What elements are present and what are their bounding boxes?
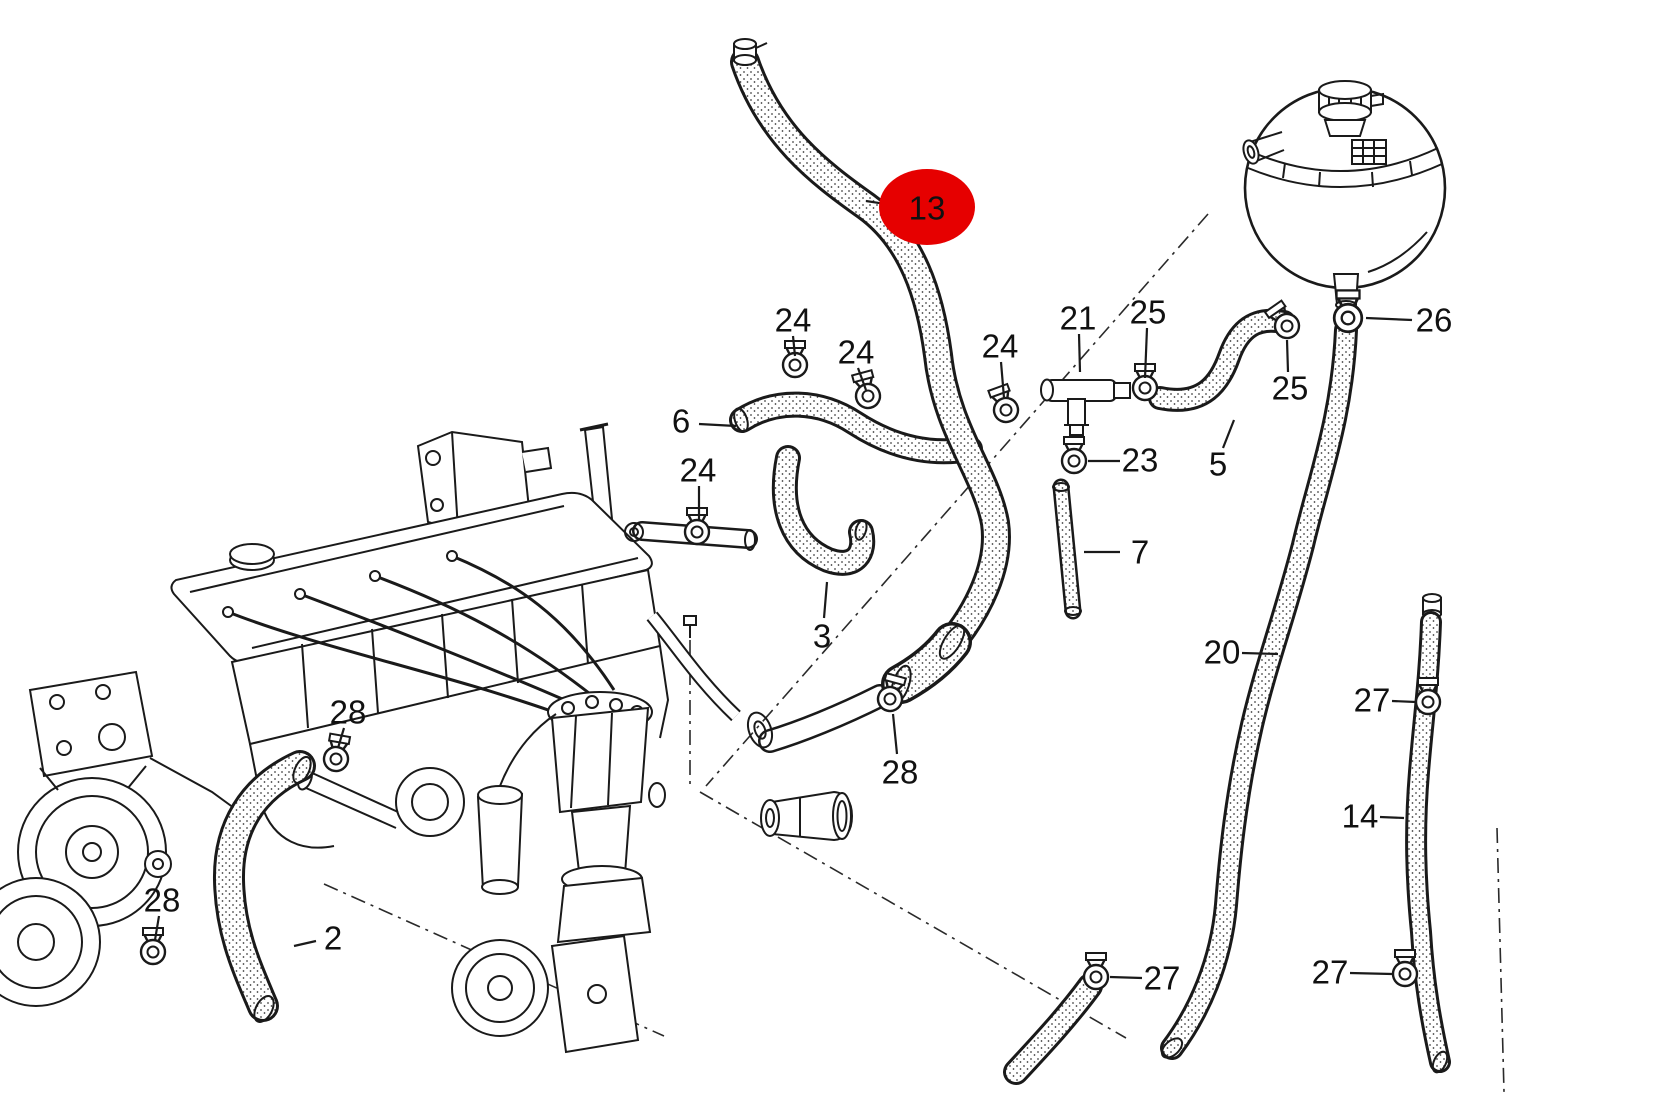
- spark-plug-wire: [374, 574, 595, 699]
- clamp-27: [1414, 676, 1442, 716]
- spark-plug-wire: [451, 554, 616, 691]
- leader-line-27: [1391, 699, 1417, 704]
- part-number-5[interactable]: 5: [1209, 446, 1227, 483]
- clamp-24: [683, 506, 711, 546]
- water-pipe-stub: [760, 790, 854, 842]
- part-number-7[interactable]: 7: [1131, 534, 1149, 571]
- hose-14: [1416, 622, 1450, 1074]
- leader-line-14: [1379, 815, 1405, 820]
- leader-line-25: [1285, 339, 1290, 373]
- part-number-2[interactable]: 2: [324, 920, 342, 957]
- clamp-27: [1082, 951, 1110, 991]
- tank-logo-grid: [1351, 139, 1387, 165]
- leader-line-28: [891, 713, 899, 755]
- part-number-25[interactable]: 25: [1272, 370, 1309, 407]
- part-number-27[interactable]: 27: [1354, 682, 1391, 719]
- hose-20: [1158, 330, 1346, 1061]
- part-number-14[interactable]: 14: [1342, 798, 1379, 835]
- pipe-bolt: [624, 522, 644, 542]
- part-number-24[interactable]: 24: [838, 334, 875, 371]
- part-number-3[interactable]: 3: [813, 618, 831, 655]
- part-number-26[interactable]: 26: [1416, 302, 1453, 339]
- part-number-21[interactable]: 21: [1060, 300, 1097, 337]
- leader-line-24: [856, 367, 868, 391]
- leader-line-20: [1241, 651, 1279, 656]
- t-fitting-21: [1040, 378, 1131, 436]
- part-number-20[interactable]: 20: [1204, 634, 1241, 671]
- highlighted-callout-13[interactable]: 13: [865, 169, 975, 245]
- leader-line-28: [336, 727, 346, 749]
- expansion-tank: [1242, 80, 1447, 323]
- engine-assembly: [0, 422, 741, 1054]
- spark-plug-wire: [299, 592, 575, 706]
- leader-line-26: [1365, 316, 1413, 322]
- leader-line-21: [1077, 333, 1082, 373]
- part-number-13[interactable]: 13: [909, 190, 946, 227]
- leader-line-24: [791, 335, 797, 357]
- part-number-27[interactable]: 27: [1312, 954, 1349, 991]
- clamp-27: [1391, 948, 1419, 988]
- leader-line-3: [822, 581, 829, 619]
- part-number-28[interactable]: 28: [882, 754, 919, 791]
- leader-line-27: [1349, 971, 1393, 976]
- part-number-23[interactable]: 23: [1122, 442, 1159, 479]
- thermostat-housing: [395, 767, 465, 837]
- breather-pipe-7: [1052, 483, 1082, 615]
- part-number-6[interactable]: 6: [672, 403, 690, 440]
- leader-line-28: [153, 915, 161, 941]
- spark-plug-wire: [227, 610, 555, 714]
- hose-3: [785, 458, 869, 563]
- part-number-24[interactable]: 24: [775, 302, 812, 339]
- part-number-27[interactable]: 27: [1144, 960, 1181, 997]
- highlight-ellipse[interactable]: [879, 169, 975, 245]
- hose-5: [1160, 321, 1284, 400]
- clamp-24: [848, 368, 884, 412]
- oil-filler-cap: [229, 543, 275, 565]
- ignition-coil: [476, 792, 524, 891]
- clamp-23: [1060, 435, 1088, 475]
- hose-6: [732, 405, 970, 452]
- leader-line-25: [1143, 327, 1149, 379]
- part-number-28[interactable]: 28: [144, 882, 181, 919]
- stud-bolt: [683, 615, 697, 626]
- leader-line-2: [293, 939, 317, 948]
- part-number-28[interactable]: 28: [330, 694, 367, 731]
- part-number-25[interactable]: 25: [1130, 294, 1167, 331]
- bleed-valve: [733, 38, 768, 66]
- hose-stub-bottom: [1016, 986, 1090, 1072]
- clamp-28: [320, 732, 354, 775]
- clamp-26: [1332, 289, 1364, 334]
- part-number-24[interactable]: 24: [680, 452, 717, 489]
- callout-labels: 24 24 24 21 25 26 25 5 6 24 3 23 7 20 27 14 28 28 28 2 27 27: [144, 294, 1453, 997]
- hose-2: [229, 754, 314, 1023]
- leader-line-27: [1109, 975, 1143, 980]
- clamp-28: [139, 926, 167, 966]
- coolant-elbow: [746, 696, 880, 751]
- leader-line-24: [999, 361, 1006, 399]
- seal-ring: [648, 782, 666, 808]
- connecting-pipe: [624, 522, 755, 551]
- part-number-24[interactable]: 24: [982, 328, 1019, 365]
- leader-line-5: [1221, 419, 1236, 449]
- leader-line-6: [698, 422, 737, 428]
